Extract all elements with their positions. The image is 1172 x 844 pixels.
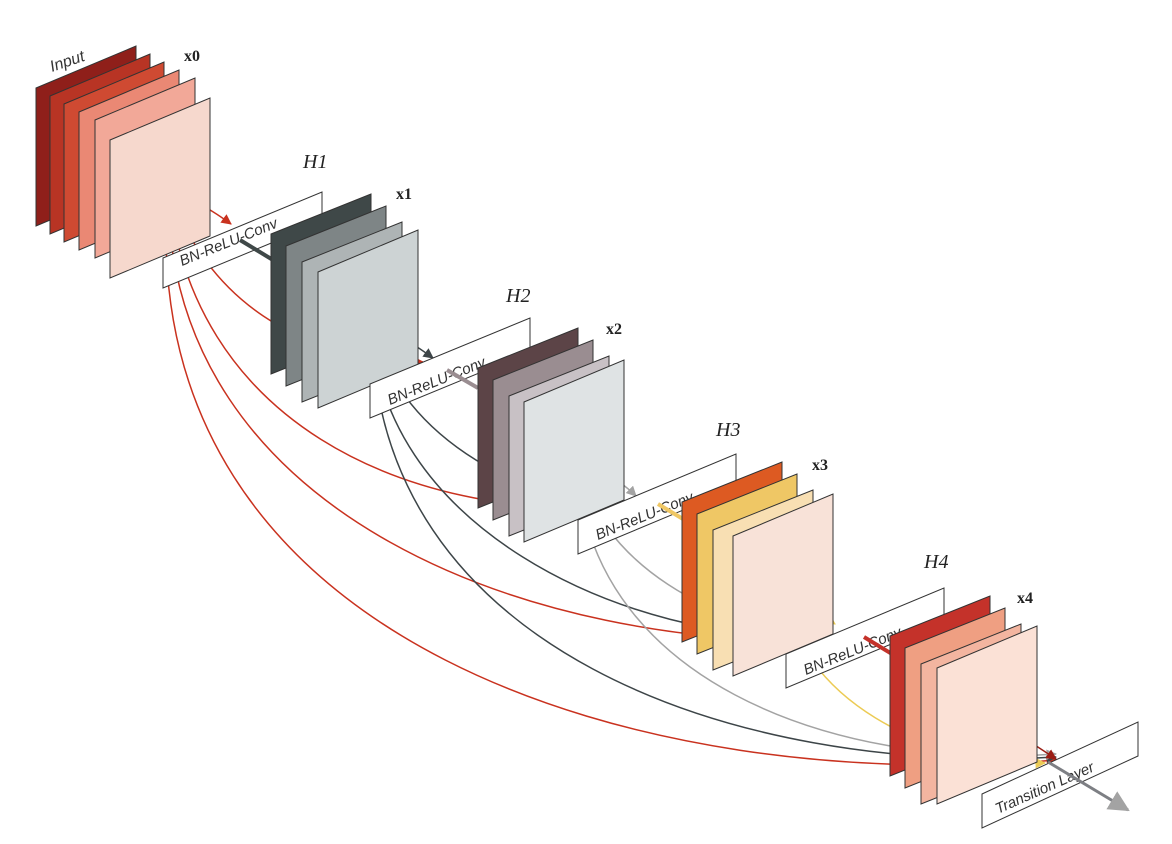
feature-label-x1: x1 [396,186,412,203]
feature-label-x0: x0 [184,48,200,65]
feature-block-x2 [477,327,625,543]
feature-label-x2: x2 [606,321,622,338]
operation-connector-h1 [238,238,275,262]
input-block [35,45,211,279]
connection-x0-to-transition [165,185,1058,767]
feature-label-x3: x3 [812,457,828,474]
operation-connector-h2 [445,368,480,390]
feature-block-x4 [889,595,1038,805]
layer-label-h3: H3 [715,419,740,441]
layer-label-h4: H4 [923,551,948,573]
feature-map-slice [109,97,211,279]
transition-output-arrow [1047,760,1130,812]
feature-block-x1 [270,193,419,409]
feature-block-x3 [681,461,834,677]
layer-label-h1: H1 [302,151,327,173]
layer-label-h2: H2 [505,285,530,307]
feature-label-x4: x4 [1017,590,1033,607]
operation-connector-h4 [862,635,894,656]
feature-label-x0-main: x0 [184,48,200,65]
